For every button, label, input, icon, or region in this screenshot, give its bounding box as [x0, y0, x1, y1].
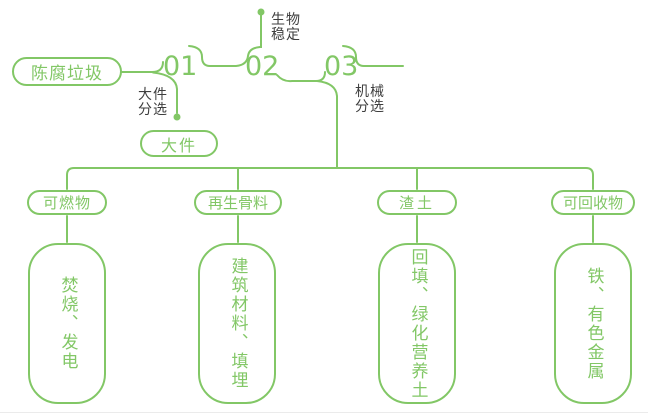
node-source-label: 陈腐垃圾 [31, 64, 103, 84]
branch-pill-label: 渣土 [398, 194, 435, 212]
wire-source-to-01 [121, 61, 164, 73]
branch-pill-label: 可燃物 [42, 194, 91, 212]
output-box-backfill-nutrient-soil: 回填、绿化营养土 [378, 243, 456, 404]
step-number-03: 03 [324, 51, 359, 82]
output-box-text: 建筑材料、填埋 [227, 257, 248, 390]
branch-pill-label: 可回收物 [562, 194, 623, 212]
output-box-building-materials-landfill: 建筑材料、填埋 [198, 243, 276, 404]
output-box-text: 回填、绿化营养土 [407, 247, 428, 400]
output-box-incineration-power: 焚烧、发电 [28, 243, 106, 404]
output-box-iron-nonferrous-metal: 铁、有色金属 [554, 243, 632, 404]
wire-01-to-02 [188, 14, 262, 67]
output-box-text: 焚烧、发电 [57, 276, 78, 371]
node-bulky-item-label: 大件 [160, 135, 197, 155]
output-box-text: 铁、有色金属 [583, 266, 604, 381]
wire-01-bulky-branch [152, 71, 178, 114]
node-bulky-item: 大件 [140, 130, 218, 157]
step-label-bio-stabilization: 生物 稳定 [271, 12, 301, 43]
wire-03-trunk [316, 80, 338, 169]
step-label-bulky-sorting: 大件 分选 [138, 87, 168, 118]
step-number-02: 02 [245, 51, 280, 82]
wire-03-tail [342, 45, 404, 67]
step-label-mechanical-sorting: 机械 分选 [355, 84, 385, 115]
connector-dot-bio [257, 8, 265, 16]
branch-pill-recyclables: 可回收物 [551, 190, 635, 215]
connector-dot-bulky [173, 113, 181, 121]
node-source: 陈腐垃圾 [12, 57, 122, 86]
bottom-edge-divider [0, 412, 648, 413]
branch-pill-slag-soil: 渣土 [377, 190, 457, 215]
branch-pill-recycled-aggregate: 再生骨料 [194, 190, 282, 215]
wire-branch-rail [66, 167, 594, 190]
step-number-01: 01 [163, 51, 198, 82]
branch-pill-combustibles: 可燃物 [27, 190, 107, 215]
branch-pill-label: 再生骨料 [207, 194, 268, 212]
wire-02-to-03 [276, 71, 326, 83]
